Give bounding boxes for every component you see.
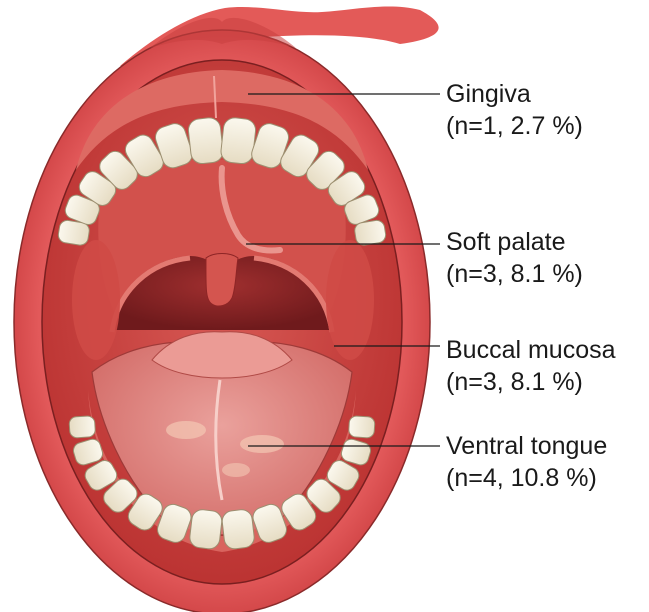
buccal-mucosa-left [72, 240, 120, 360]
upper-tooth [354, 219, 387, 246]
label-buccal-mucosa: Buccal mucosa (n=3, 8.1 %) [446, 334, 616, 398]
lower-tooth [221, 509, 255, 550]
label-gingiva-name: Gingiva [446, 78, 583, 110]
label-ventral-tongue: Ventral tongue (n=4, 10.8 %) [446, 430, 607, 494]
lower-tooth [69, 416, 96, 439]
lower-tooth [189, 509, 223, 550]
label-gingiva: Gingiva (n=1, 2.7 %) [446, 78, 583, 142]
ventral-tongue-mark-2 [240, 435, 284, 453]
label-soft-palate-name: Soft palate [446, 226, 583, 258]
label-gingiva-stat: (n=1, 2.7 %) [446, 110, 583, 142]
label-soft-palate-stat: (n=3, 8.1 %) [446, 258, 583, 290]
upper-tooth [220, 117, 257, 165]
label-soft-palate: Soft palate (n=3, 8.1 %) [446, 226, 583, 290]
buccal-mucosa-right [326, 240, 374, 360]
ventral-tongue-mark-1 [166, 421, 206, 439]
lower-tooth [348, 416, 375, 439]
label-buccal-mucosa-name: Buccal mucosa [446, 334, 616, 366]
label-ventral-tongue-name: Ventral tongue [446, 430, 607, 462]
label-ventral-tongue-stat: (n=4, 10.8 %) [446, 462, 607, 494]
label-buccal-mucosa-stat: (n=3, 8.1 %) [446, 366, 616, 398]
ventral-tongue-mark-3 [222, 463, 250, 477]
upper-tooth [187, 117, 224, 165]
